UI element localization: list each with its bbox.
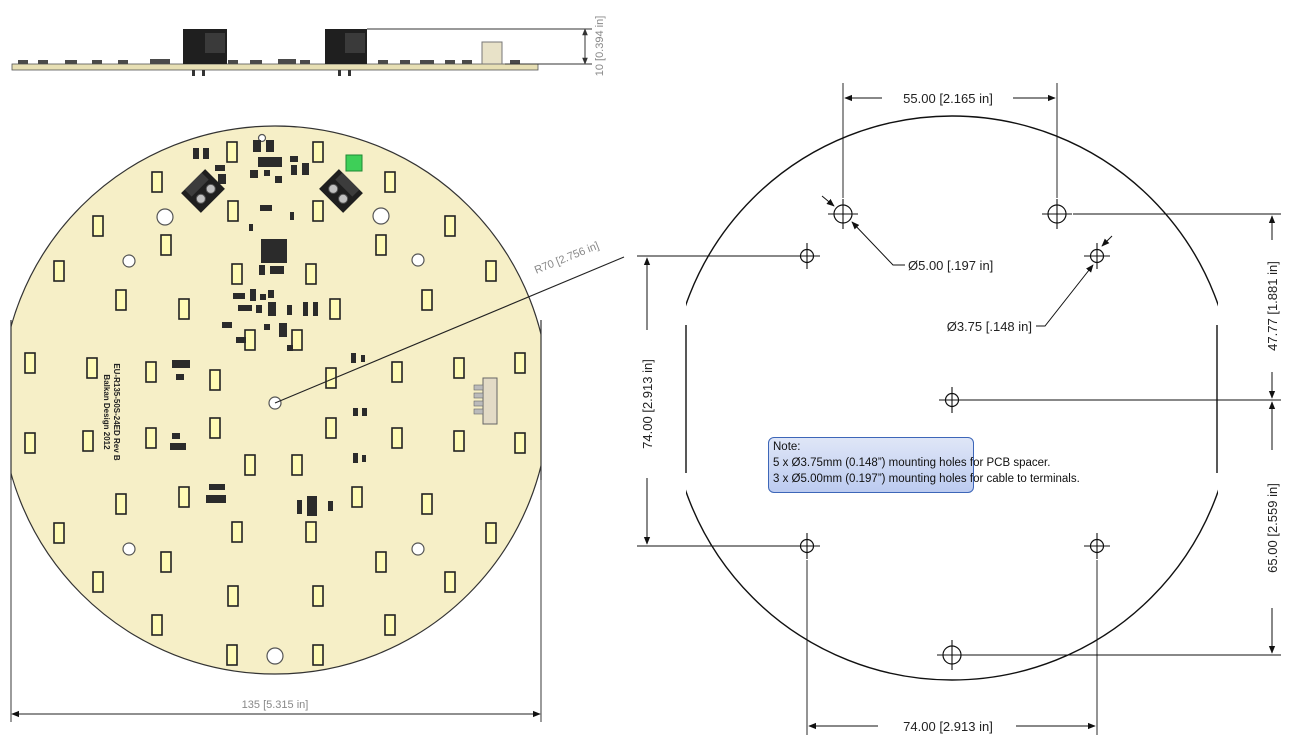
silkscreen-line1: EU-R135-50S-24ED Rev B [112, 363, 121, 461]
note-box: Note: 5 x Ø3.75mm (0.148”) mounting hole… [768, 437, 1080, 493]
hole-small [938, 386, 966, 414]
bottom-spacing-label: 74.00 [2.913 in] [903, 719, 993, 734]
silkscreen-line2: Balkan Design 2012 [102, 374, 111, 450]
mount-hole [372, 207, 390, 225]
small-hole-label: Ø3.75 [.148 in] [947, 319, 1032, 334]
left-vertical-label: 74.00 [2.913 in] [640, 359, 655, 449]
hole-large [1041, 198, 1073, 230]
mount-hole [411, 253, 425, 267]
terminal-block-right [319, 169, 363, 213]
right-upper-label: 47.77 [1.881 in] [1265, 261, 1280, 351]
right-lower-label: 65.00 [2.559 in] [1265, 483, 1280, 573]
mount-hole [266, 647, 284, 665]
top-spacing-label: 55.00 [2.165 in] [903, 91, 993, 106]
note-title: Note: [773, 441, 801, 453]
note-line1: 5 x Ø3.75mm (0.148”) mounting holes for … [773, 457, 1051, 469]
height-label: 10 [0.394 in] [594, 16, 606, 77]
hole-small [793, 242, 821, 270]
hole-small [1083, 242, 1111, 270]
hole-large [827, 198, 859, 230]
mechanical-drawing: 55.00 [2.165 in] Ø5.00 [.197 in] Ø3.75 [… [637, 83, 1281, 735]
diameter-label: 135 [5.315 in] [242, 699, 309, 711]
green-pad [345, 154, 363, 172]
mount-hole [122, 254, 136, 268]
mount-hole [122, 542, 136, 556]
smd-components [170, 140, 367, 516]
terminal-block-left [181, 169, 225, 213]
diameter-dimension: 135 [5.315 in] [10, 480, 542, 722]
hole-small [793, 532, 821, 560]
pcb-top-view: EU-R135-50S-24ED Rev B Balkan Design 201… [10, 125, 542, 675]
pcb-side-view [11, 29, 539, 76]
connector [473, 377, 498, 425]
hole-small [1083, 532, 1111, 560]
note-line2: 3 x Ø5.00mm (0.197”) mounting holes for … [773, 473, 1080, 485]
hole-large [936, 639, 968, 671]
mount-hole [156, 208, 174, 226]
height-dimension: 10 [0.394 in] [367, 16, 606, 77]
large-hole-label: Ø5.00 [.197 in] [908, 258, 993, 273]
mount-hole [411, 542, 425, 556]
